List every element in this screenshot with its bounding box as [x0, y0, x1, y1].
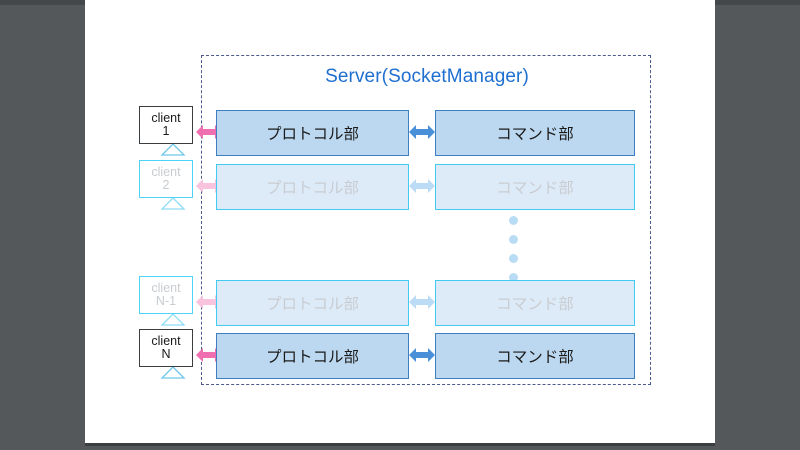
double-arrow-pink-icon	[196, 291, 222, 313]
client-label-line2: 1	[162, 124, 170, 138]
ellipsis-dot	[509, 273, 518, 282]
client-label: client 2	[139, 160, 193, 198]
client-label-line1: client	[151, 334, 181, 349]
client-row: client N プロトコル部 コマンド部	[85, 329, 715, 379]
client-label-line1: client	[151, 281, 181, 296]
protocol-module-box[interactable]: プロトコル部	[216, 164, 409, 210]
client-monitor-icon[interactable]: client 2	[139, 160, 193, 214]
double-arrow-blue-icon	[409, 175, 435, 197]
double-arrow-blue-icon	[409, 344, 435, 366]
monitor-stand-icon	[153, 314, 186, 326]
client-row: client 2 プロトコル部 コマンド部	[85, 160, 715, 210]
client-label-line2: N	[161, 347, 171, 361]
client-label: client N-1	[139, 276, 193, 314]
client-row: client N-1 プロトコル部 コマンド部	[85, 276, 715, 326]
command-module-box[interactable]: コマンド部	[435, 164, 635, 210]
double-arrow-pink-icon	[196, 344, 222, 366]
double-arrow-pink-icon	[196, 175, 222, 197]
monitor-stand-icon	[153, 144, 186, 156]
ellipsis-dot	[509, 235, 518, 244]
monitor-stand-icon	[153, 198, 186, 210]
server-title: Server(SocketManager)	[325, 66, 529, 87]
client-monitor-icon[interactable]: client 1	[139, 106, 193, 160]
protocol-module-box[interactable]: プロトコル部	[216, 280, 409, 326]
protocol-module-box[interactable]: プロトコル部	[216, 110, 409, 156]
double-arrow-pink-icon	[196, 121, 222, 143]
ellipsis-dot	[509, 254, 518, 263]
double-arrow-blue-icon	[409, 291, 435, 313]
client-row: client 1 プロトコル部 コマンド部	[85, 106, 715, 156]
client-monitor-icon[interactable]: client N	[139, 329, 193, 383]
client-label-line1: client	[151, 111, 181, 126]
client-label-line2: N-1	[155, 294, 177, 308]
protocol-module-box[interactable]: プロトコル部	[216, 333, 409, 379]
command-module-box[interactable]: コマンド部	[435, 280, 635, 326]
double-arrow-blue-icon	[409, 121, 435, 143]
vertical-ellipsis	[509, 216, 521, 282]
server-boundary-frame: Server(SocketManager)	[201, 55, 651, 385]
client-label: client N	[139, 329, 193, 367]
command-module-box[interactable]: コマンド部	[435, 110, 635, 156]
command-module-box[interactable]: コマンド部	[435, 333, 635, 379]
client-monitor-icon[interactable]: client N-1	[139, 276, 193, 330]
client-label-line1: client	[151, 165, 181, 180]
document-page: Server(SocketManager) client 1 プロトコル部 コマ…	[85, 0, 715, 446]
monitor-stand-icon	[153, 367, 186, 379]
ellipsis-dot	[509, 216, 518, 225]
client-label-line2: 2	[162, 178, 170, 192]
client-label: client 1	[139, 106, 193, 144]
